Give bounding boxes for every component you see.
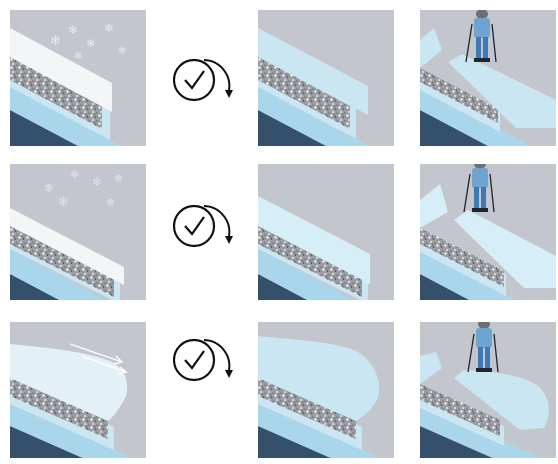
row1-skier-panel xyxy=(420,10,556,146)
released-slab xyxy=(448,54,556,128)
svg-text:❄: ❄ xyxy=(106,196,115,209)
svg-text:❄: ❄ xyxy=(44,181,54,195)
row1-before-panel: ❄ ❄ ❄ ❄ ❄ ❄ xyxy=(10,10,146,146)
clockwise-arrow-icon xyxy=(203,59,231,91)
skier-icon xyxy=(465,10,497,63)
svg-text:❄: ❄ xyxy=(114,172,123,185)
clock-icon xyxy=(168,200,240,258)
svg-text:❄: ❄ xyxy=(68,23,78,37)
skier-icon xyxy=(463,164,495,213)
row2-after-panel xyxy=(258,164,394,300)
row2-skier-panel xyxy=(420,164,556,300)
snowflake-icon: ❄ ❄ ❄ ❄ ❄ ❄ xyxy=(44,168,123,210)
svg-text:❄: ❄ xyxy=(86,37,95,50)
row3-after-panel xyxy=(258,322,394,458)
new-snow-layer xyxy=(10,28,112,112)
wind-deposited-snow xyxy=(10,344,128,421)
row3-before-panel xyxy=(10,322,146,458)
svg-text:❄: ❄ xyxy=(74,51,82,62)
svg-text:❄: ❄ xyxy=(92,175,102,189)
wind-arrow-icon xyxy=(69,343,128,375)
svg-text:❄: ❄ xyxy=(70,168,79,181)
clockwise-arrow-icon xyxy=(203,205,231,237)
snowflake-icon: ❄ ❄ ❄ ❄ ❄ ❄ xyxy=(50,21,126,62)
consolidated-slab xyxy=(258,28,368,115)
row2-before-panel: ❄ ❄ ❄ ❄ ❄ ❄ xyxy=(10,164,146,300)
row3-skier-panel xyxy=(420,322,556,458)
clockwise-arrow-icon xyxy=(203,339,231,371)
clock-icon xyxy=(168,334,240,392)
svg-text:❄: ❄ xyxy=(118,46,126,57)
weak-layer xyxy=(10,57,102,129)
svg-text:❄: ❄ xyxy=(58,195,69,210)
skier-icon xyxy=(467,322,499,373)
svg-text:❄: ❄ xyxy=(50,34,61,49)
svg-text:❄: ❄ xyxy=(104,21,114,35)
clock-icon xyxy=(168,54,240,112)
row1-after-panel xyxy=(258,10,394,146)
